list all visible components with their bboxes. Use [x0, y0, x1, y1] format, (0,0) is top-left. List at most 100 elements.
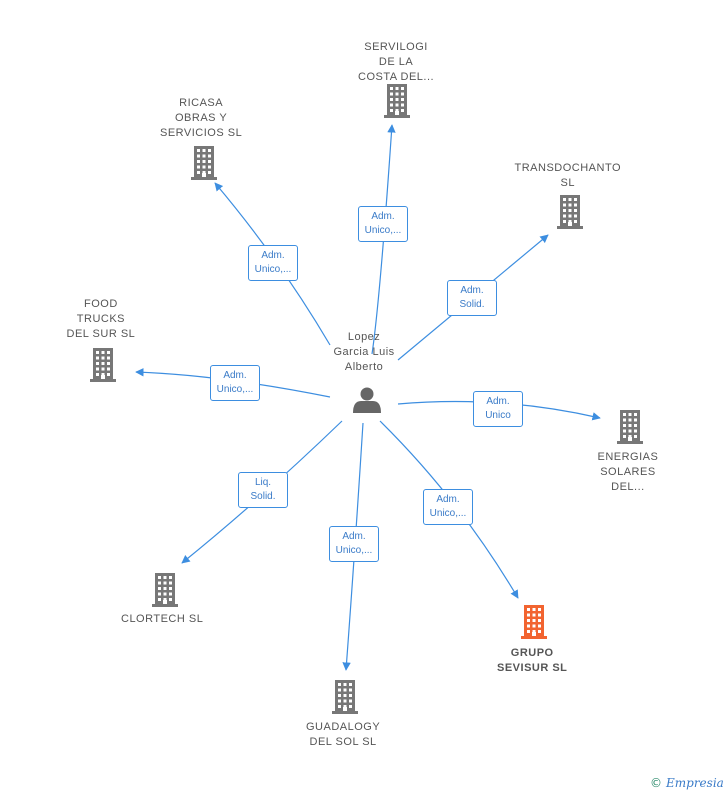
company-label-grupo-sevisur-line: GRUPO	[510, 647, 554, 659]
building-window	[634, 435, 637, 438]
building-window	[96, 351, 99, 354]
building-icon[interactable]	[332, 680, 358, 714]
building-door	[628, 437, 632, 441]
building-window	[628, 424, 632, 427]
company-label-ricasa-line: RICASA	[179, 97, 224, 109]
building-icon[interactable]	[384, 84, 410, 118]
building-window	[158, 592, 161, 596]
edge-label-line: Unico,...	[254, 264, 292, 275]
company-label-clortech[interactable]: CLORTECH SL	[121, 612, 203, 627]
building-window	[527, 624, 530, 628]
building-window	[568, 220, 572, 223]
edge-label-line: Solid.	[250, 491, 276, 502]
building-door	[568, 222, 572, 226]
edge-label-food-trucks[interactable]: Adm.Unico,...	[210, 365, 260, 401]
building-window	[197, 171, 200, 174]
building-door	[101, 375, 105, 379]
building-window	[338, 699, 341, 703]
building-window	[208, 160, 211, 163]
building-window	[538, 624, 541, 628]
edge-label-clortech[interactable]: Liq.Solid.	[238, 472, 288, 508]
copyright-symbol: ©	[650, 776, 662, 790]
building-icon[interactable]	[521, 605, 547, 639]
edge-label-grupo-sevisur[interactable]: Adm. Unico,...	[423, 489, 473, 525]
building-icon[interactable]	[557, 195, 583, 229]
building-window	[338, 688, 341, 692]
building-window	[202, 171, 206, 174]
company-label-food-trucks-line: FOOD	[84, 298, 118, 310]
building-window	[563, 203, 566, 207]
edge-label-line: Unico,...	[429, 508, 467, 519]
building-window	[568, 214, 572, 218]
building-window	[163, 587, 167, 590]
edge-label-line: Adm.	[342, 531, 366, 542]
building-window	[169, 587, 172, 590]
building-window	[574, 220, 577, 223]
edge-label-line: Adm.	[223, 370, 247, 381]
building-window	[197, 165, 200, 169]
edge-label-line: Unico,...	[335, 545, 373, 556]
building-icon[interactable]	[152, 573, 178, 607]
building-door	[395, 111, 399, 115]
person-head	[360, 387, 374, 401]
company-label-transdochanto-line: SL	[560, 177, 575, 189]
building-window	[563, 209, 566, 212]
company-label-food-trucks-line: TRUCKS	[76, 313, 126, 325]
building-window	[390, 109, 393, 112]
person-icon[interactable]	[353, 387, 381, 414]
company-label-ricasa-line: SERVICIOS SL	[160, 127, 243, 139]
building-icon[interactable]	[90, 348, 116, 382]
building-window	[338, 705, 341, 708]
building-window	[107, 373, 110, 376]
company-label-energias-line: SOLARES	[600, 466, 656, 478]
building-base	[332, 711, 358, 714]
building-icon[interactable]	[617, 410, 643, 444]
edge-label-line: Adm.	[261, 250, 285, 261]
building-window	[208, 165, 211, 169]
building-window	[538, 619, 541, 622]
building-window	[163, 598, 167, 601]
edge-label-servilogi[interactable]: Adm.Unico,...	[358, 206, 408, 242]
person-name-label-line: Alberto	[344, 361, 384, 373]
building-window	[395, 109, 399, 112]
company-label-servilogi-line: SERVILOGI	[364, 41, 428, 53]
building-window	[202, 154, 206, 158]
building-window	[202, 165, 206, 169]
building-window	[197, 160, 200, 163]
empresia-credit[interactable]: ©Empresia	[650, 776, 724, 790]
building-icon[interactable]	[191, 146, 217, 180]
edge-label-line: Unico	[485, 410, 511, 421]
edge-label-energias[interactable]: Adm. Unico	[473, 391, 523, 427]
building-window	[390, 103, 393, 107]
building-window	[623, 413, 626, 416]
edge-label-ricasa[interactable]: Adm. Unico,...	[248, 245, 298, 281]
building-door	[163, 600, 167, 604]
company-label-guadalogy-line: DEL SOL SL	[309, 736, 377, 748]
edge-label-line: Adm.	[436, 494, 460, 505]
building-window	[390, 98, 393, 101]
building-window	[390, 87, 393, 90]
company-label-servilogi-line: DE LA	[378, 56, 414, 68]
building-window	[158, 598, 161, 601]
building-window	[163, 592, 167, 596]
building-window	[568, 198, 572, 201]
building-window	[401, 98, 404, 101]
building-window	[101, 362, 105, 365]
edge-label-guadalogy[interactable]: Adm. Unico,...	[329, 526, 379, 562]
building-window	[401, 103, 404, 107]
building-window	[107, 356, 110, 360]
edge-label-line: Adm.	[486, 396, 510, 407]
building-window	[563, 220, 566, 223]
company-label-clortech-line: CLORTECH SL	[121, 613, 204, 625]
edge-label-transdochanto[interactable]: Adm.Solid.	[447, 280, 497, 316]
building-window	[395, 98, 399, 101]
edge-label-line: Adm.	[460, 285, 484, 296]
